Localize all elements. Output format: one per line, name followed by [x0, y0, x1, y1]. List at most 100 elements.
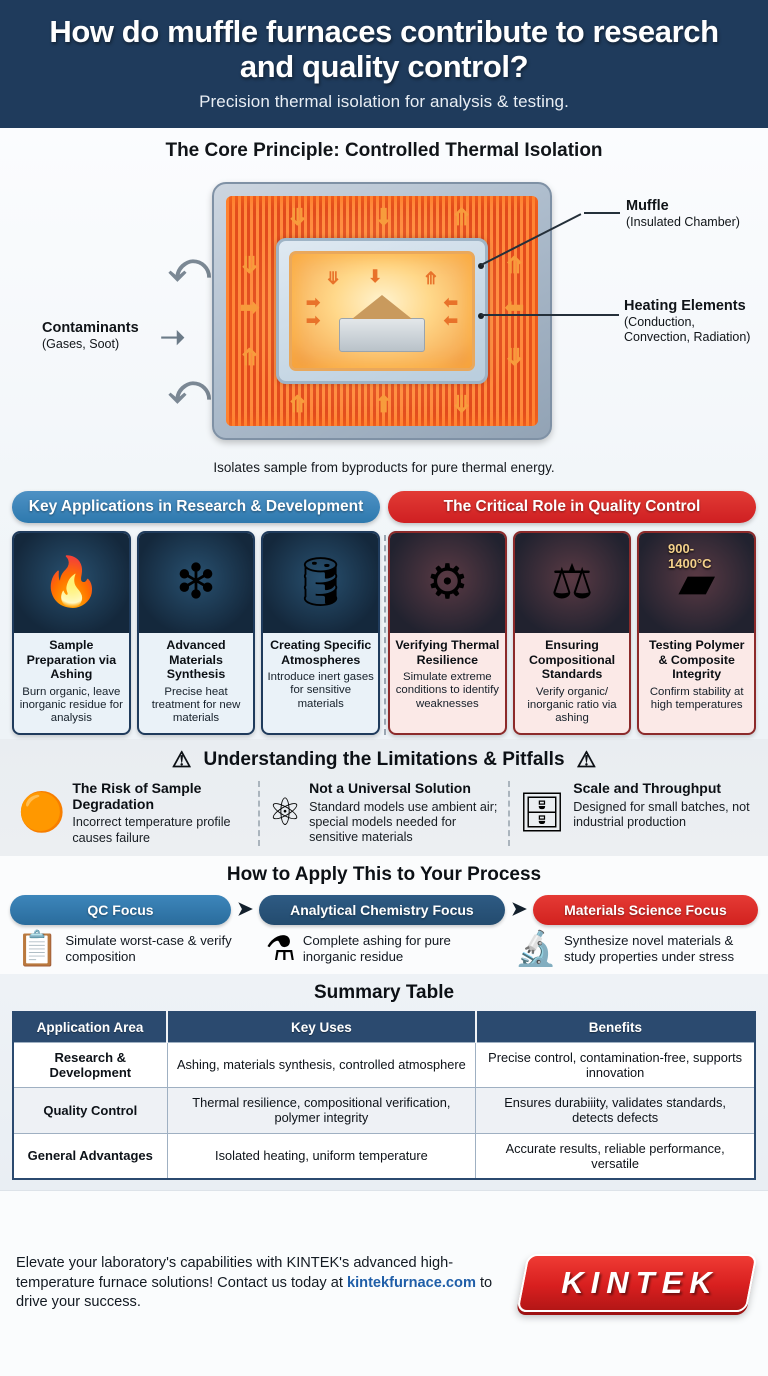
melted-sample-icon: 🟠	[18, 792, 66, 835]
footer-text-before: Elevate your laboratory's capabilities w…	[16, 1254, 454, 1291]
research-pill: Key Applications in Research & Developme…	[12, 491, 380, 524]
kintek-logo[interactable]: KINTEK	[516, 1254, 758, 1313]
contaminants-label-sub: (Gases, Soot)	[42, 337, 120, 352]
heat-arrow-bottom-1: ⤊	[288, 391, 308, 418]
muffle-label-title: Muffle	[626, 198, 669, 215]
temperature-badge: 900-1400°C	[668, 541, 712, 572]
warning-icon-left: ⚠	[171, 746, 192, 772]
limitation-desc: Standard models use ambient air; special…	[309, 799, 498, 844]
card-desc: Introduce inert gases for sensitive mate…	[267, 671, 374, 710]
card-desc: Confirm stability at high temperatures	[649, 685, 744, 711]
quality-card[interactable]: ⚙ Verifying Thermal Resilience Simulate …	[388, 531, 507, 735]
footer: Elevate your laboratory's capabilities w…	[0, 1189, 768, 1376]
heating-leader-line	[481, 314, 619, 316]
hot-metal-bar-icon: ▰	[678, 556, 716, 610]
cell-area: Research & Development	[12, 1041, 168, 1089]
chamber-arrow-r1: ⬅	[443, 293, 458, 313]
heating-leader-dot	[478, 313, 484, 320]
flow-chip-qc[interactable]: QC Focus	[10, 894, 231, 925]
card-body: Sample Preparation via Ashing Burn organ…	[14, 633, 129, 733]
quality-pill: The Critical Role in Quality Control	[388, 491, 756, 524]
card-icon-box: 🛢	[263, 533, 379, 634]
heat-arrow-right-1: ⤊	[504, 252, 524, 279]
heating-elements-label: Heating Elements (Conduction, Convection…	[624, 298, 750, 345]
card-icon-box: ❇	[138, 533, 254, 634]
limitation-text: Not a Universal Solution Standard models…	[309, 779, 500, 846]
research-card[interactable]: 🛢 Creating Specific Atmospheres Introduc…	[261, 531, 381, 735]
chamber-arrow-tc: ⬇	[368, 267, 383, 287]
flow-arrow-icon: ➤	[236, 899, 253, 921]
table-row: Research & Development Ashing, materials…	[12, 1041, 756, 1089]
cell-area: General Advantages	[12, 1132, 168, 1180]
card-title: Advanced Materials Synthesis	[166, 638, 226, 682]
microscope-icon: 🔬	[514, 929, 557, 968]
limitation-item: 🟠 The Risk of Sample Degradation Incorre…	[10, 780, 258, 846]
card-desc: Burn organic, leave inorganic residue fo…	[19, 685, 123, 725]
logo-text: KINTEK	[561, 1265, 719, 1301]
crystal-lattice-icon: ❇	[175, 556, 217, 610]
furnace-diagram: ⤺ ⤺ ➝ ⤋ ⬇ ⤊ ⤋ ➡ ⤊ ⤊ ⬅ ⤋ ⤊ ⬆ ⤋	[0, 168, 768, 458]
column-header-application-area: Application Area	[13, 1011, 169, 1043]
quality-card[interactable]: 900-1400°C ▰ Testing Polymer & Composite…	[637, 531, 757, 735]
research-card[interactable]: ❇ Advanced Materials Synthesis Precise h…	[136, 531, 256, 735]
heating-label-sub-2: Convection, Radiation)	[624, 330, 751, 345]
column-divider	[384, 535, 386, 735]
flame-crucible-icon: 🔥	[41, 556, 102, 610]
core-principle-section: The Core Principle: Controlled Thermal I…	[0, 128, 768, 484]
contaminants-label: Contaminants (Gases, Soot)	[42, 320, 139, 351]
card-icon-box: ⚙	[390, 533, 505, 634]
table-row: Quality Control Thermal resilience, comp…	[12, 1087, 756, 1134]
heating-element-ring: ⤋ ⬇ ⤊ ⤋ ➡ ⤊ ⤊ ⬅ ⤋ ⤊ ⬆ ⤋ ⤋ ⬇	[226, 196, 538, 427]
contaminants-label-title: Contaminants	[42, 320, 139, 337]
limitation-item: ⚛ Not a Universal Solution Standard mode…	[258, 779, 508, 846]
chamber-arrow-tr: ⤊	[423, 269, 438, 289]
column-header-key-uses: Key Uses	[167, 1011, 477, 1043]
footer-text-after: to drive your success.	[16, 1274, 493, 1311]
card-body: Verifying Thermal Resilience Simulate ex…	[390, 633, 505, 718]
flow-chip-materials[interactable]: Materials Science Focus	[532, 894, 758, 925]
apply-item: ⚗ Complete ashing for pure inorganic res…	[259, 932, 508, 966]
cell-area: Quality Control	[12, 1087, 168, 1134]
heating-label-sub-1: (Conduction,	[624, 315, 695, 330]
card-title: Creating Specific Atmospheres	[270, 638, 372, 667]
card-desc: Precise heat treatment for new materials	[151, 685, 241, 725]
card-body: Creating Specific Atmospheres Introduce …	[263, 633, 378, 718]
muffle-furnace-unit-icon: 🗄	[518, 792, 567, 835]
apply-details-row: 📋 Simulate worst-case & verify compositi…	[10, 932, 758, 966]
quality-card[interactable]: ⚖ Ensuring Compositional Standards Verif…	[512, 531, 632, 735]
apply-item-text: Synthesize novel materials & study prope…	[564, 932, 735, 964]
research-cards: 🔥 Sample Preparation via Ashing Burn org…	[12, 531, 381, 735]
column-header-benefits: Benefits	[475, 1011, 755, 1043]
furnace-body: ⤋ ⬇ ⤊ ⤋ ➡ ⤊ ⤊ ⬅ ⤋ ⤊ ⬆ ⤋ ⤋ ⬇	[212, 182, 552, 441]
muffle-leader-line-h	[584, 212, 620, 214]
summary-table-head: Application Area Key Uses Benefits	[13, 1011, 755, 1043]
footer-link[interactable]: kintekfurnace.com	[346, 1274, 476, 1291]
cell-uses: Thermal resilience, compositional verifi…	[166, 1087, 477, 1134]
limitation-text: Scale and Throughput Designed for small …	[573, 780, 750, 846]
card-body: Advanced Materials Synthesis Precise hea…	[139, 633, 254, 733]
limitation-title: Not a Universal Solution	[309, 779, 471, 796]
summary-table-body: Research & Development Ashing, materials…	[12, 1041, 756, 1180]
page-header: How do muffle furnaces contribute to res…	[0, 0, 768, 129]
card-body: Ensuring Compositional Standards Verify …	[515, 633, 630, 733]
oxygen-molecule-icon: ⚛	[268, 792, 303, 835]
heat-arrow-top-1: ⤋	[288, 204, 308, 231]
flow-chip-analytical[interactable]: Analytical Chemistry Focus	[258, 894, 505, 925]
card-icon-box: 🔥	[14, 533, 129, 634]
limitation-desc: Designed for small batches, not industri…	[573, 799, 750, 829]
card-title: Sample Preparation via Ashing	[26, 638, 117, 682]
core-principle-caption: Isolates sample from byproducts for pure…	[213, 460, 555, 476]
apply-item-text: Complete ashing for pure inorganic resid…	[302, 932, 451, 964]
table-header-row: Application Area Key Uses Benefits	[13, 1011, 755, 1043]
heat-arrow-bottom-3: ⤋	[452, 391, 472, 418]
muffle-label: Muffle (Insulated Chamber)	[626, 198, 740, 229]
card-icon-box: ⚖	[514, 533, 630, 634]
limitation-text: The Risk of Sample Degradation Incorrect…	[72, 780, 250, 846]
muffle-leader-dot	[478, 263, 484, 270]
cell-benefits: Ensures durabiiity, validates standards,…	[475, 1087, 756, 1134]
heating-label-title: Heating Elements	[624, 298, 746, 315]
cell-benefits: Accurate results, reliable performance, …	[475, 1132, 756, 1180]
research-card[interactable]: 🔥 Sample Preparation via Ashing Burn org…	[12, 531, 131, 735]
clipboard-checklist-icon: 📋	[16, 929, 59, 968]
